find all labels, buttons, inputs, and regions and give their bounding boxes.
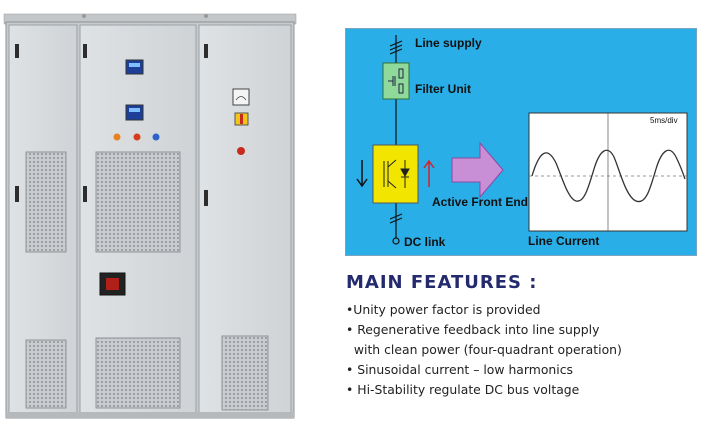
filter-unit-block: [382, 62, 410, 100]
control-display: [125, 104, 144, 121]
door-handle: [15, 44, 19, 58]
analog-meter: [232, 88, 250, 106]
vent-grille: [221, 335, 269, 411]
line-supply-label: Line supply: [415, 36, 482, 50]
flow-arrow-icon: [451, 141, 504, 199]
active-front-end-label: Active Front End: [432, 195, 529, 209]
feature-item: • Regenerative feedback into line supply: [346, 322, 600, 337]
dc-link-terminal-icon: [392, 237, 400, 245]
up-arrow-icon: [423, 159, 435, 187]
pilot-light: [113, 133, 121, 141]
electrical-cabinet-image: [3, 13, 297, 419]
vent-grille: [95, 151, 181, 253]
main-features-section: MAIN FEATURES : •Unity power factor is p…: [346, 272, 706, 400]
door-handle: [15, 186, 19, 202]
three-phase-marker-icon: [389, 40, 403, 55]
scope-time-scale: 5ms/div: [650, 116, 678, 125]
feature-item: •Unity power factor is provided: [346, 302, 541, 317]
vent-grille: [25, 151, 67, 253]
diagram-graphics: [356, 35, 688, 245]
dc-link-label: DC link: [404, 235, 446, 249]
pilot-light: [152, 133, 160, 141]
feature-item: • Sinusoidal current – low harmonics: [346, 362, 573, 377]
features-heading: MAIN FEATURES :: [346, 272, 538, 293]
feature-item: • Hi-Stability regulate DC bus voltage: [346, 382, 580, 397]
active-front-end-block: [372, 144, 419, 204]
emergency-stop: [237, 147, 245, 155]
down-arrow-icon: [356, 160, 368, 188]
door-handle: [83, 44, 87, 58]
vent-grille: [25, 339, 67, 409]
pilot-light: [133, 133, 141, 141]
line-current-waveform: [531, 149, 686, 203]
vent-grille: [95, 337, 181, 409]
line-current-label: Line Current: [528, 234, 600, 248]
filter-unit-label: Filter Unit: [415, 82, 471, 96]
active-front-end-diagram: Line supply Filter Unit Active Front End…: [345, 28, 697, 256]
dc-link-marker-icon: [389, 213, 403, 224]
door-handle: [83, 186, 87, 202]
features-list: •Unity power factor is provided • Regene…: [346, 300, 706, 400]
door-handle: [204, 44, 208, 58]
door-handle: [204, 190, 208, 206]
feature-item: with clean power (four-quadrant operatio…: [346, 342, 622, 357]
